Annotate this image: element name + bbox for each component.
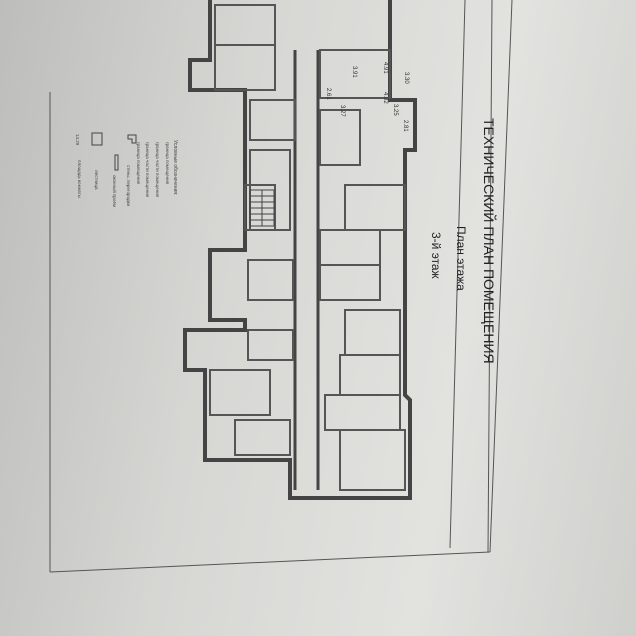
dimension-label: 4.92 bbox=[382, 92, 388, 104]
stair-icon bbox=[249, 189, 275, 227]
dimension-label: 2.61 bbox=[325, 88, 331, 100]
dimension-label: 3.30 bbox=[403, 72, 409, 84]
legend-item: граница помещения bbox=[165, 142, 170, 185]
dimension-label: 4.91 bbox=[382, 62, 388, 74]
dimension-label: 3.25 bbox=[392, 104, 398, 116]
floor-label: 3-й этаж bbox=[429, 232, 443, 279]
document-title: ТЕХНИЧЕСКИЙ ПЛАН ПОМЕЩЕНИЯ bbox=[481, 118, 497, 364]
legend-item: площадь комнаты bbox=[77, 160, 82, 198]
legend-area-sample: 14.29 bbox=[75, 134, 80, 146]
room-walls bbox=[209, 4, 406, 491]
legend-symbols bbox=[91, 132, 137, 171]
legend-heading: Условные обозначения: bbox=[172, 140, 178, 196]
legend-item: граница части помещения bbox=[155, 142, 160, 198]
dimension-label: 3.91 bbox=[351, 66, 357, 78]
dimension-label: 3.27 bbox=[339, 105, 345, 117]
legend-item: граница помещения bbox=[136, 142, 141, 185]
legend-item: оконный проём bbox=[112, 175, 117, 208]
dimension-label: 2.81 bbox=[402, 120, 408, 132]
sheet-frame bbox=[49, 0, 513, 573]
legend-item: граница части помещения bbox=[145, 142, 150, 198]
document-subtitle: План этажа bbox=[454, 226, 468, 291]
legend-item: лестница bbox=[94, 170, 99, 190]
legend-item: стены, перегородки bbox=[126, 165, 131, 206]
